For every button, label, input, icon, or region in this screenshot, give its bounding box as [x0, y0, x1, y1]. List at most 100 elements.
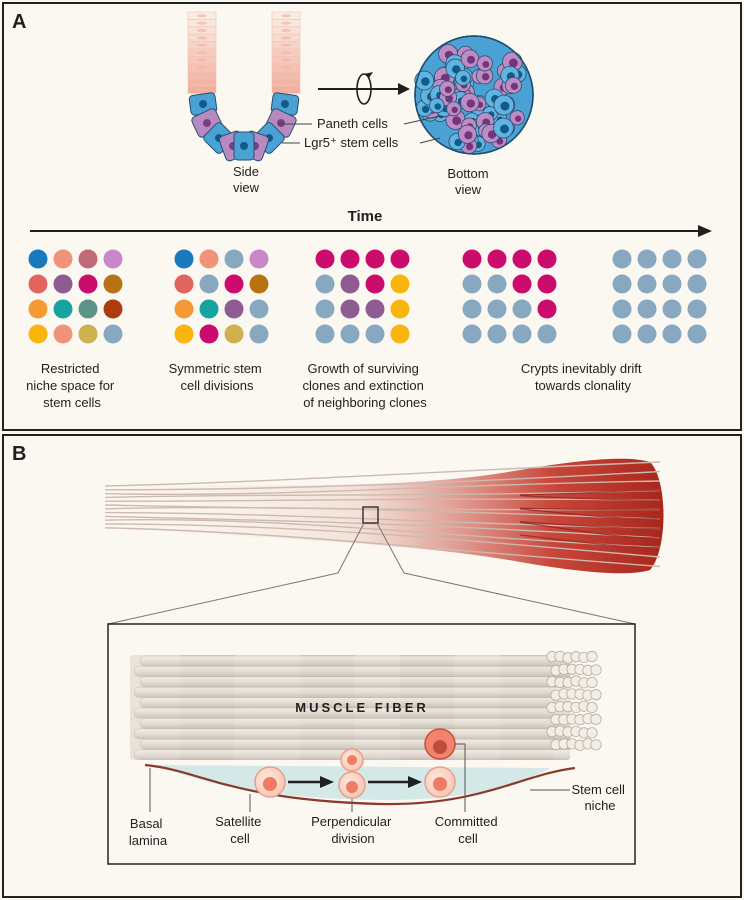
muscle-strand	[104, 523, 661, 558]
muscle-strand	[104, 527, 661, 568]
dot-grid-4	[462, 249, 557, 344]
muscle-strand	[104, 518, 661, 549]
muscle-strand	[104, 511, 661, 530]
clone-dot	[53, 299, 73, 319]
muscle-strand	[104, 489, 661, 499]
clone-dot	[174, 274, 194, 294]
side-view-label: Side	[233, 164, 259, 179]
cell-nucleus	[487, 130, 497, 139]
myofibril	[139, 738, 570, 750]
clone-dot	[28, 274, 48, 294]
myofibril-end	[586, 650, 598, 663]
clone-dot-grids	[28, 249, 707, 344]
clone-dot	[78, 249, 98, 269]
caption-restricted-niche: Restricted niche space for stem cells	[26, 361, 118, 410]
myofibril	[139, 697, 570, 708]
cell-nucleus	[500, 101, 510, 111]
time-arrow	[30, 225, 712, 237]
clone-dot	[103, 324, 123, 344]
epithelial-nucleus	[197, 65, 207, 70]
clone-dot	[662, 299, 682, 319]
clone-dot	[103, 274, 123, 294]
clone-dot	[340, 324, 360, 344]
myofibril	[133, 666, 570, 677]
clone-dot	[612, 274, 632, 294]
daughter-cell	[424, 766, 456, 798]
myofibril	[133, 728, 570, 740]
muscle-strand-dark	[519, 489, 661, 496]
clone-dot	[487, 324, 507, 344]
muscle-strand	[104, 498, 661, 502]
caption-symmetric-divisions: Symmetric stem cell divisions	[169, 361, 266, 393]
myofibril-end	[586, 676, 598, 689]
epithelial-nucleus	[197, 36, 207, 40]
crypt-bottom-cells	[188, 92, 300, 162]
clone-dot	[199, 249, 219, 269]
bottom-view-label-2: view	[455, 182, 482, 197]
clone-dot	[365, 249, 385, 269]
myofibril-end	[586, 727, 598, 739]
muscle-strand-dark	[519, 521, 661, 539]
clone-dot	[462, 324, 482, 344]
clone-dot	[390, 299, 410, 319]
clone-dot	[662, 249, 682, 269]
perpendicular-division-label: Perpendicular division	[311, 814, 395, 846]
clone-dot	[687, 274, 707, 294]
crypt-side-view	[187, 11, 301, 162]
epithelial-nucleus	[197, 28, 207, 33]
muscle-fiber-bundle	[130, 650, 602, 760]
clone-dot	[224, 274, 244, 294]
epithelial-nucleus	[281, 80, 291, 84]
clone-dot	[340, 249, 360, 269]
cell-nucleus	[452, 116, 462, 126]
satellite-cell-label: Satellite cell	[215, 814, 265, 846]
myofibril	[139, 655, 570, 667]
myofibril	[133, 686, 570, 698]
cell-nucleus	[454, 138, 462, 147]
clone-dot	[28, 249, 48, 269]
clone-dot	[612, 249, 632, 269]
myofibril	[133, 707, 570, 719]
epithelial-nucleus	[197, 51, 207, 55]
clone-dot	[662, 274, 682, 294]
muscle-strand-dark	[519, 507, 661, 511]
clone-dot	[78, 324, 98, 344]
epithelial-nucleus	[197, 43, 207, 47]
myofibril	[139, 718, 570, 729]
clone-dot	[637, 249, 657, 269]
clone-dot	[512, 249, 532, 269]
time-label: Time	[348, 208, 383, 225]
muscle-strand	[104, 506, 661, 520]
clone-dot	[612, 299, 632, 319]
cell-nucleus	[464, 131, 473, 140]
clone-dot	[78, 299, 98, 319]
clone-dot	[390, 324, 410, 344]
clone-dot	[315, 299, 335, 319]
muscle-strand-dark	[519, 520, 661, 530]
clone-dot	[462, 299, 482, 319]
muscle-strand-dark	[519, 534, 661, 549]
bottom-view-label: Bottom	[447, 166, 488, 181]
clone-dot	[537, 299, 557, 319]
paneth-cells-label: Paneth cells	[317, 116, 388, 131]
dot-grid-5	[612, 249, 707, 344]
clone-dot	[53, 324, 73, 344]
clone-dot	[53, 274, 73, 294]
clone-dot	[512, 324, 532, 344]
clone-dot	[390, 249, 410, 269]
cell-nucleus	[460, 75, 468, 83]
epithelial-nucleus	[281, 21, 291, 25]
clone-dot	[537, 324, 557, 344]
crypt-cell	[233, 131, 255, 161]
clone-dot	[662, 324, 682, 344]
cell-nucleus	[510, 82, 519, 90]
epithelial-nucleus	[197, 73, 207, 77]
clone-dot	[365, 299, 385, 319]
clone-dot	[224, 249, 244, 269]
crypt-bottom-view	[414, 35, 534, 155]
clone-dot	[687, 249, 707, 269]
clone-dot	[249, 249, 269, 269]
clone-dot	[315, 324, 335, 344]
muscle-fiber-label: MUSCLE FIBER	[295, 700, 429, 715]
clone-dot	[487, 274, 507, 294]
